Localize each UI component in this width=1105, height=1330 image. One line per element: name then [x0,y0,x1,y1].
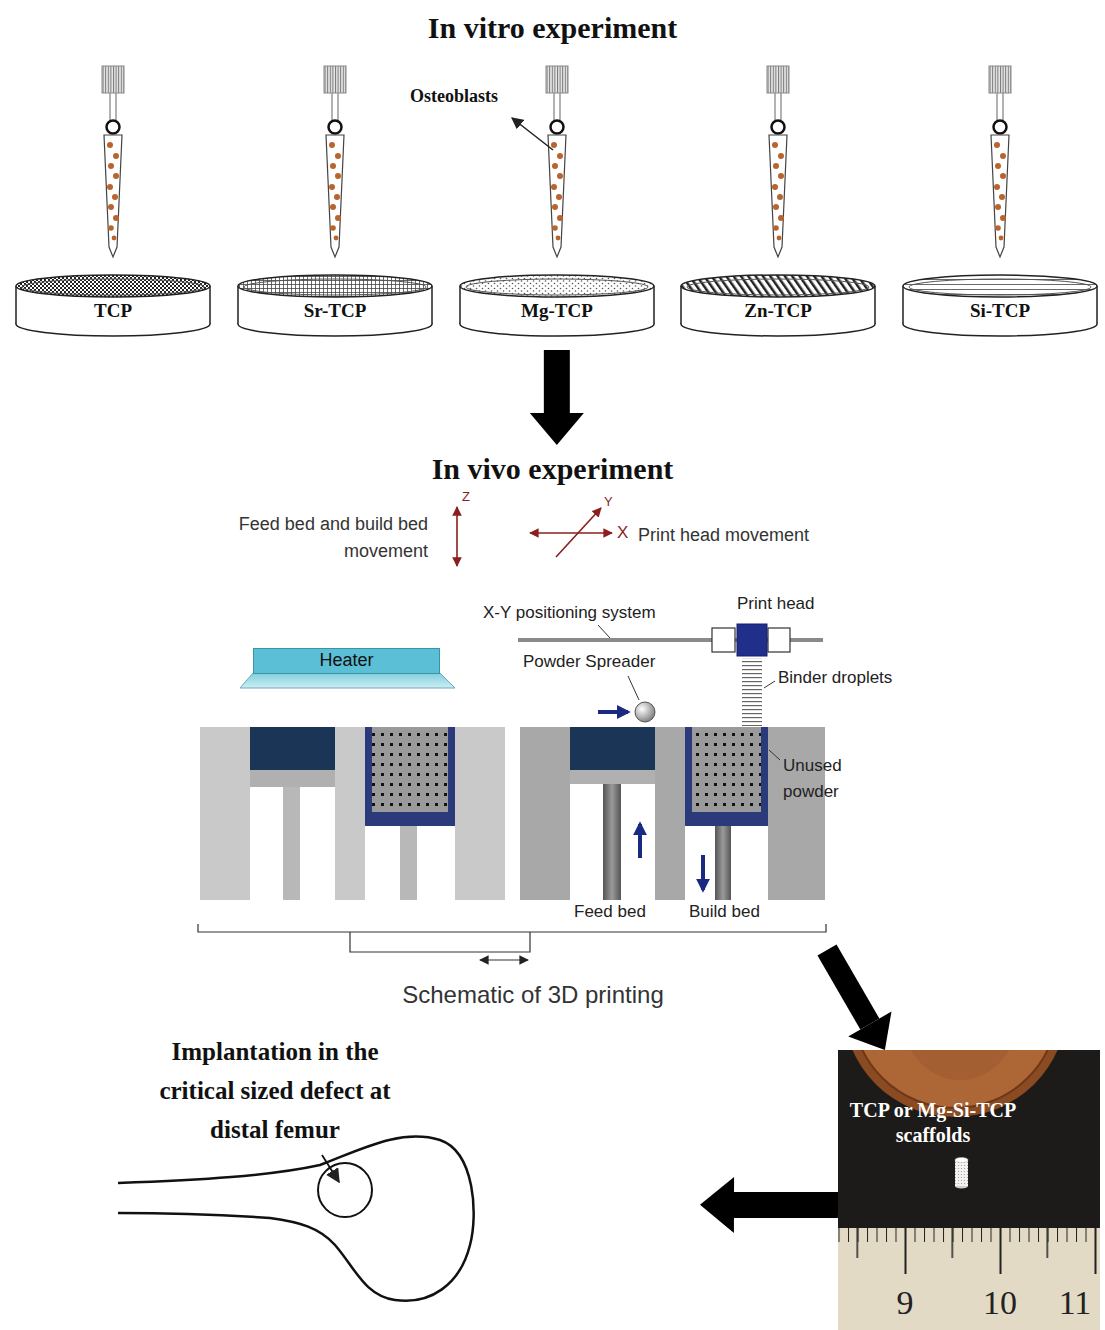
part-label: Feed bed [574,902,646,922]
dish-label: Si-TCP [900,300,1100,322]
block-arrow [700,1177,838,1233]
arrow-head [530,413,584,445]
arrow-head [848,1012,891,1050]
section-heading: In vitro experiment [10,11,1095,46]
part-label: X-Y positioning system [483,603,656,623]
axis-label: Print head movement [638,522,809,549]
caption: Schematic of 3D printing [238,981,828,1010]
heater-box: Heater [253,648,440,674]
photo-caption: TCP or Mg-Si-TCP scaffolds [848,1098,1018,1148]
block-arrow [530,350,584,445]
arrow-shaft [827,950,870,1024]
scaffold-photo [838,893,1100,1330]
leader-arrow [512,118,553,150]
dish-label: Mg-TCP [457,300,657,322]
arrow-shaft [734,1192,838,1218]
ruler-number: 11 [1050,1284,1100,1322]
part-label: Unused powder [783,753,858,805]
part-label: Build bed [689,902,760,922]
dish-label: TCP [13,300,213,322]
axis-label: Feed bed and build bed movement [208,511,428,565]
axis-letter: Z [462,489,470,504]
dish-label: Sr-TCP [235,300,435,322]
callout-label: Osteoblasts [410,86,498,107]
femur-figure: Implantation in the critical sized defec… [100,1030,700,1320]
heater-label: Heater [319,650,373,672]
culture-dish: Mg-TCP [457,272,657,338]
ruler-number: 10 [970,1284,1030,1322]
dish-label: Zn-TCP [678,300,878,322]
femur-drawing [118,1137,474,1301]
callout-text: Implantation in the critical sized defec… [145,1032,405,1149]
ruler-number: 9 [875,1284,935,1322]
part-label: Binder droplets [778,668,892,688]
panel: TCPSr-TCPMg-TCPZn-TCPSi-TCPIn vitro expe… [10,5,1095,350]
culture-dish: Si-TCP [900,272,1100,338]
axis-arrows [457,507,612,566]
block-arrow [827,950,891,1050]
panel: HeaterSchematic of 3D printingTCP or Mg-… [10,445,1095,1330]
culture-dish: TCP [13,272,213,338]
printer-schematic [198,624,826,960]
axis-letter: X [617,523,628,543]
part-label: Print head [737,594,815,614]
part-label: Powder Spreader [523,652,655,672]
printer-schematic: HeaterSchematic of 3D printing [200,585,827,1015]
section-heading: In vivo experiment [10,452,1095,487]
axis-letter: Y [604,494,613,509]
arrow-shaft [544,350,570,413]
arrow-head [700,1177,734,1233]
culture-dish: Sr-TCP [235,272,435,338]
culture-dish: Zn-TCP [678,272,878,338]
pipette-tubes [102,66,1011,257]
